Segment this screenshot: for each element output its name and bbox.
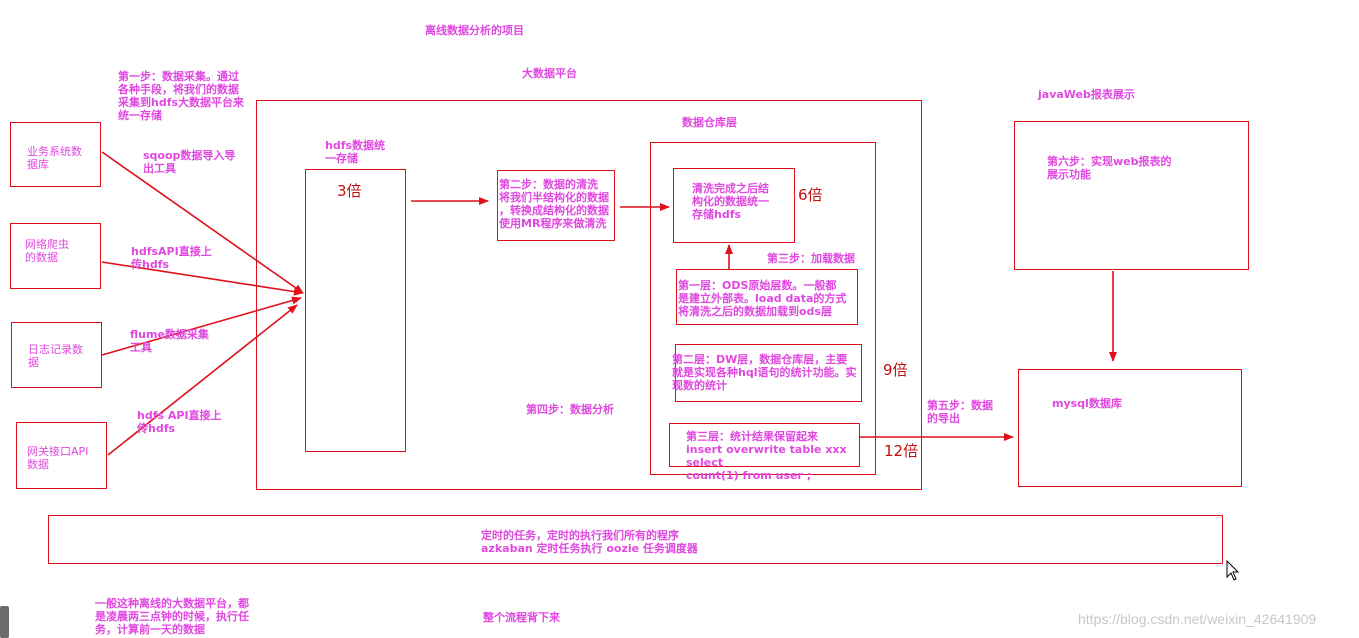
warehouse-title: 数据仓库层 xyxy=(682,116,737,129)
ods-layer-text: 第一层：ODS原始层数。一般都 是建立外部表。load data的方式 将清洗之… xyxy=(678,279,847,318)
source-business-db: 业务系统数 据库 xyxy=(10,122,101,187)
source-log-label: 日志记录数 据 xyxy=(28,343,83,369)
step5-text: 第五步：数据 的导出 xyxy=(927,399,993,425)
scheduler-box: 定时的任务，定时的执行我们所有的程序 azkaban 定时任务执行 oozie … xyxy=(48,515,1223,564)
mysql-box: mysql数据库 xyxy=(1018,369,1242,487)
dw-layer-factor: 9倍 xyxy=(883,361,908,379)
window-edge-handle xyxy=(0,606,9,638)
result-layer-text: 第三层：统计结果保留起来 insert overwrite table xxx … xyxy=(686,430,847,482)
tool-sqoop: sqoop数据导入导 出工具 xyxy=(143,149,236,175)
offline-note: 一般这种离线的大数据平台，都 是凌晨两三点钟的时候，执行任 务，计算前一天的数据 xyxy=(95,597,249,636)
ods-layer-box: 第一层：ODS原始层数。一般都 是建立外部表。load data的方式 将清洗之… xyxy=(676,269,858,325)
cleaning-step-box: 第二步：数据的清洗 将我们半结构化的数据 ，转换成结构化的数据 使用MR程序来做… xyxy=(497,170,615,241)
javaweb-title: javaWeb报表展示 xyxy=(1038,88,1135,101)
data-warehouse-frame xyxy=(650,142,876,475)
step6-text: 第六步：实现web报表的 展示功能 xyxy=(1047,155,1172,181)
tool-flume: flume数据采集 工具 xyxy=(130,328,209,354)
scheduler-text: 定时的任务，定时的执行我们所有的程序 azkaban 定时任务执行 oozie … xyxy=(481,529,698,555)
step2-text: 第二步：数据的清洗 将我们半结构化的数据 ，转换成结构化的数据 使用MR程序来做… xyxy=(499,178,609,230)
source-gateway-api-label: 网关接口API 数据 xyxy=(27,445,89,471)
result-layer-factor: 12倍 xyxy=(884,442,919,460)
arrow-crawler-to-hdfs xyxy=(101,261,304,296)
step1-text: 第一步：数据采集。通过 各种手段，将我们的数据 采集到hdfs大数据平台来 统一… xyxy=(118,70,245,122)
source-gateway-api: 网关接口API 数据 xyxy=(16,422,107,489)
source-business-db-label: 业务系统数 据库 xyxy=(27,145,82,171)
cleaned-data-text: 清洗完成之后结 构化的数据统一 存储hdfs xyxy=(692,182,769,221)
step3-text: 第三步：加载数据 xyxy=(767,252,855,265)
mysql-label: mysql数据库 xyxy=(1052,397,1122,410)
arrow-business-to-hdfs xyxy=(101,151,304,294)
hdfs-label: hdfs数据统 一存储 xyxy=(325,139,386,165)
source-crawler-label: 网络爬虫 的数据 xyxy=(25,238,69,264)
mouse-cursor-icon xyxy=(1226,560,1240,581)
hdfs-storage-box: 3倍 xyxy=(305,169,406,452)
source-crawler: 网络爬虫 的数据 xyxy=(10,223,101,289)
dw-layer-box: 第二层：DW层，数据仓库层，主要 就是实现各种hql语句的统计功能。实 现数的统… xyxy=(672,344,862,402)
arrow-gateway-to-hdfs xyxy=(107,304,298,456)
cleaned-data-box: 清洗完成之后结 构化的数据统一 存储hdfs xyxy=(673,168,795,243)
javaweb-box: 第六步：实现web报表的 展示功能 xyxy=(1014,121,1249,270)
tool-hdfs-api-1: hdfsAPI直接上 传hdfs xyxy=(131,245,212,271)
memorize-note: 整个流程背下来 xyxy=(483,611,560,624)
cleaned-data-factor: 6倍 xyxy=(798,186,823,204)
watermark-text: https://blog.csdn.net/weixin_42641909 xyxy=(1078,611,1317,627)
step4-text: 第四步：数据分析 xyxy=(526,403,614,416)
platform-label: 大数据平台 xyxy=(522,67,577,80)
source-log: 日志记录数 据 xyxy=(11,322,102,388)
dw-layer-text: 第二层：DW层，数据仓库层，主要 就是实现各种hql语句的统计功能。实 现数的统… xyxy=(672,353,857,392)
arrow-log-to-hdfs xyxy=(101,296,302,356)
result-layer-box: 第三层：统计结果保留起来 insert overwrite table xxx … xyxy=(669,423,860,482)
tool-hdfs-api-2: hdfs API直接上 传hdfs xyxy=(137,409,222,435)
project-title: 离线数据分析的项目 xyxy=(425,24,524,37)
hdfs-replication-factor: 3倍 xyxy=(337,182,362,200)
big-data-platform-frame xyxy=(256,100,922,490)
